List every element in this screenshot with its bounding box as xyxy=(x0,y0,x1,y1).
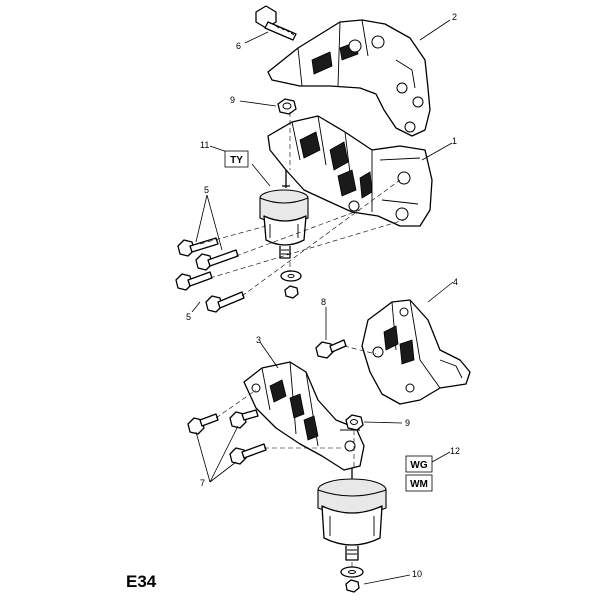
upper-mount-washer-nut xyxy=(280,270,302,299)
code-ty-label: TY xyxy=(230,155,243,166)
code-wm-label: WM xyxy=(410,479,428,490)
callout-5-bottom: 5 xyxy=(186,312,191,322)
callout-11: 11 xyxy=(200,140,209,150)
callout-8: 8 xyxy=(321,297,326,307)
variant-code-wm: WM xyxy=(405,474,433,492)
callout-6: 6 xyxy=(236,41,241,51)
figure-id: E34 xyxy=(126,572,157,591)
part-12-lower-mount xyxy=(317,468,387,561)
callout-10: 10 xyxy=(412,569,422,579)
part-8-bolt xyxy=(315,339,347,359)
variant-code-ty: TY xyxy=(224,150,249,168)
callout-7: 7 xyxy=(200,478,205,488)
assembly-dash-lines xyxy=(199,112,405,568)
callout-1: 1 xyxy=(452,136,457,146)
part-4-side-bracket xyxy=(361,299,471,405)
variant-code-wg: WG xyxy=(405,455,433,473)
callout-3: 3 xyxy=(256,335,261,345)
callout-2: 2 xyxy=(452,12,457,22)
part-9-lower-nut xyxy=(345,414,364,431)
code-wg-label: WG xyxy=(410,460,427,471)
part-5-bolts xyxy=(175,237,245,313)
callout-12: 12 xyxy=(450,446,460,456)
leader-lines xyxy=(191,19,454,585)
part-7-bolts xyxy=(187,409,267,465)
part-9-upper-nut xyxy=(277,98,297,115)
callout-9-lower: 9 xyxy=(405,418,410,428)
callout-5-top: 5 xyxy=(204,185,209,195)
callout-9-upper: 9 xyxy=(230,95,235,105)
part-11-upper-mount xyxy=(259,170,309,259)
callout-numbers: 6 2 9 1 11 5 5 4 8 3 9 7 12 10 xyxy=(186,12,460,579)
part-1-engine-bracket xyxy=(267,115,433,227)
part-3-lower-bracket xyxy=(243,361,365,471)
part-6-bolt xyxy=(255,5,297,41)
part-10-washer-nut xyxy=(340,566,364,593)
callout-4: 4 xyxy=(453,277,458,287)
part-2-upper-bracket xyxy=(267,19,431,137)
